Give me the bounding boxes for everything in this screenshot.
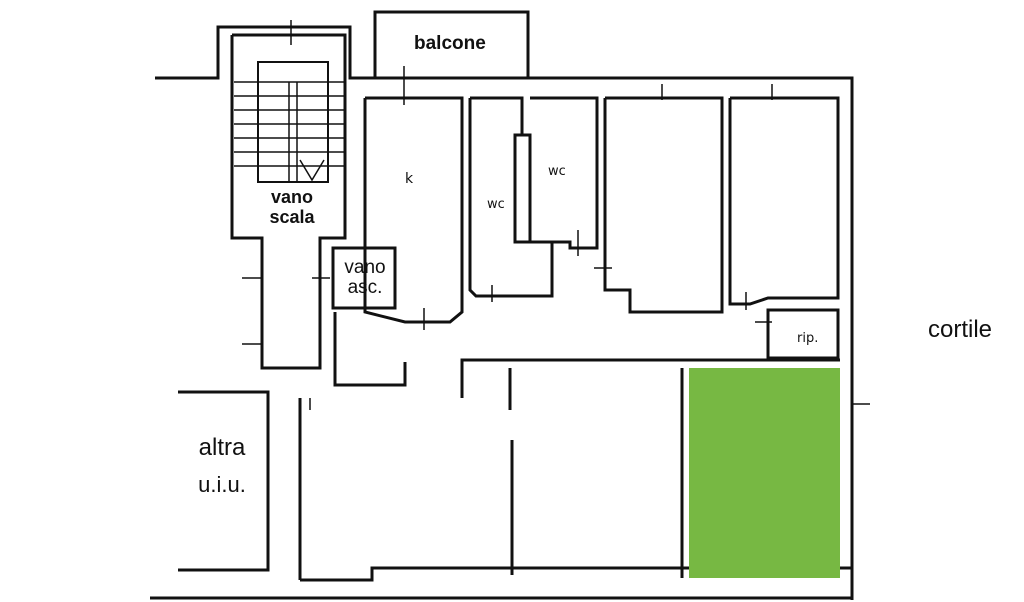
highlighted-room xyxy=(689,368,840,578)
label-vano-scala: vano scala xyxy=(262,188,322,226)
label-vano-scala-line1: vano xyxy=(270,187,313,207)
label-vano-scala-line2: scala xyxy=(269,207,315,227)
wall-ticks xyxy=(242,20,870,410)
label-wc-right: wc xyxy=(548,164,566,179)
label-wc-left: wc xyxy=(487,197,505,212)
label-cortile: cortile xyxy=(928,316,993,343)
label-rip: rip. xyxy=(797,331,819,346)
label-vano-asc: vano asc. xyxy=(337,258,393,297)
label-vano-asc-line1: vano xyxy=(344,257,386,278)
label-altra-line2: u.i.u. xyxy=(198,472,246,497)
label-altra-uiu: altra u.i.u. xyxy=(186,436,258,496)
label-k: k xyxy=(405,171,414,187)
label-vano-asc-line2: asc. xyxy=(347,277,383,298)
label-balcone: balcone xyxy=(414,33,486,54)
label-altra-line1: altra xyxy=(198,434,246,461)
walls xyxy=(150,10,854,600)
